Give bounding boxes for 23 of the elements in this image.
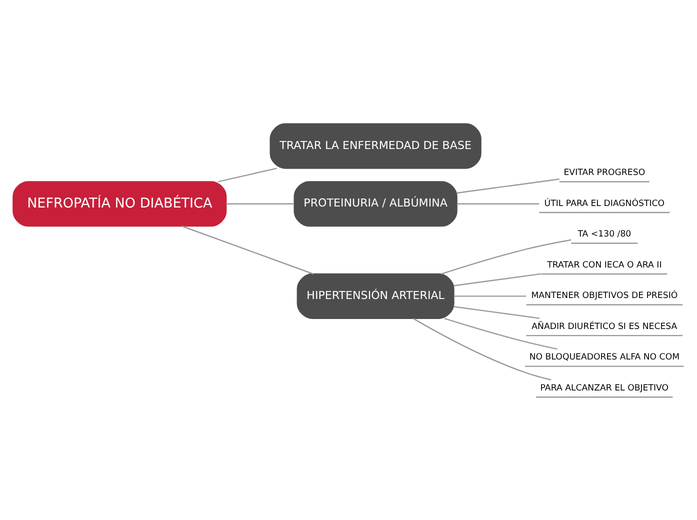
node-box: TRATAR LA ENFERMEDAD DE BASE [270, 122, 482, 168]
connector [444, 317, 558, 350]
connector [441, 238, 572, 274]
node-text: TRATAR CON IECA O ARA II [547, 260, 662, 270]
connector [182, 225, 314, 274]
node-text: MANTENER OBJETIVOS DE PRESIÓ [531, 290, 678, 301]
connector [413, 318, 552, 380]
connector [454, 306, 540, 318]
connector [456, 202, 540, 204]
node-text: NO BLOQUEADORES ALFA NO COM [529, 352, 680, 362]
node-box: HIPERTENSIÓN ARTERIAL [296, 272, 454, 318]
connector [454, 295, 526, 296]
connector [456, 178, 560, 194]
connector [454, 272, 542, 286]
node-text: ÚTIL PARA EL DIAGNÓSTICO [544, 198, 665, 208]
node-text: AÑADIR DIURÉTICO SI ES NECESA [532, 321, 678, 332]
node-box: NEFROPATÍA NO DIABÉTICA [12, 180, 227, 226]
connector [226, 202, 294, 204]
connector [218, 167, 278, 182]
node-text: PARA ALCANZAR EL OBJETIVO [540, 382, 669, 393]
node-text: TA <130 /80 [578, 229, 632, 240]
node-text: EVITAR PROGRESO [564, 168, 646, 178]
node-box: PROTEINURIA / ALBÚMINA [294, 180, 458, 226]
